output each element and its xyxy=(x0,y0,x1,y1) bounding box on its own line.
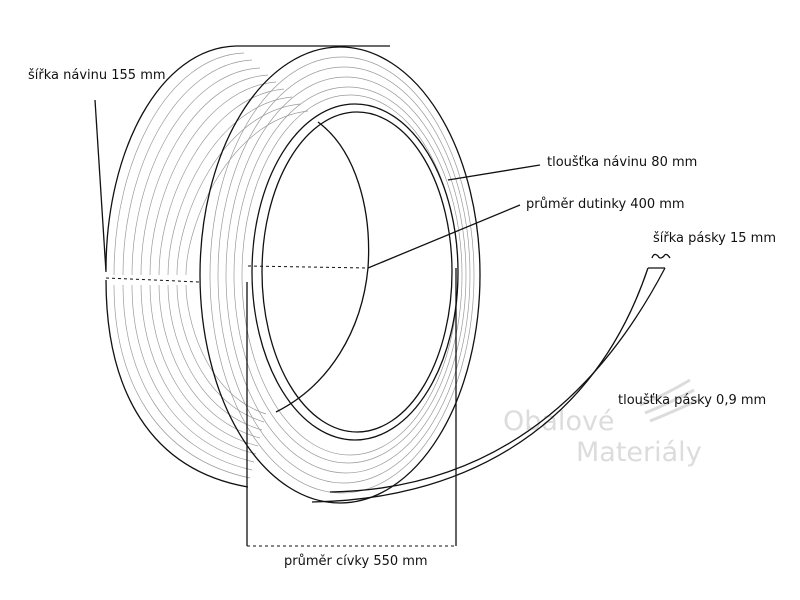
coil-windings-left xyxy=(113,52,309,479)
dimension-lines xyxy=(94,99,671,547)
label-coil-width: šířka návinu 155 mm xyxy=(28,68,166,83)
strap-tail xyxy=(311,267,666,503)
label-coil-thickness: tloušťka návinu 80 mm xyxy=(547,155,697,170)
label-coil-diameter: průměr cívky 550 mm xyxy=(284,554,428,569)
watermark-line-1: Obalové xyxy=(503,406,615,437)
watermark-line-2: Materiály xyxy=(576,437,702,468)
core-opening xyxy=(251,103,459,441)
label-core-diameter: průměr dutinky 400 mm xyxy=(526,197,685,212)
coil-outline xyxy=(105,45,390,488)
watermark-logo-icon xyxy=(639,378,699,423)
label-strap-thickness: tloušťka pásky 0,9 mm xyxy=(618,393,766,408)
dimension-labels: šířka návinu 155 mm tloušťka návinu 80 m… xyxy=(28,68,776,569)
coil-front-face xyxy=(199,46,481,504)
label-strap-width: šířka pásky 15 mm xyxy=(653,231,776,246)
